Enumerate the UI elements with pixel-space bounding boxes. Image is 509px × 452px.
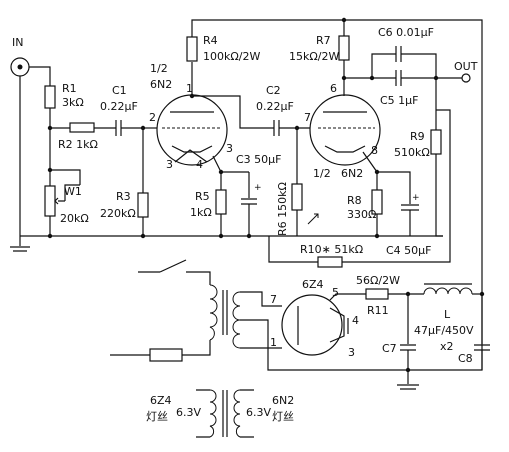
l-label: L — [444, 308, 451, 321]
r3-resistor — [137, 192, 149, 218]
r10-label: R10∗ 51kΩ — [300, 243, 363, 256]
rect-pin-4: 4 — [352, 314, 359, 327]
v2-half: 1/2 — [313, 167, 331, 180]
tube-v1 — [156, 94, 228, 166]
v2-type: 6N2 — [341, 167, 363, 180]
c2-capacitor — [273, 120, 280, 136]
c2-value: 0.22μF — [256, 100, 294, 113]
r11-value: 56Ω/2W — [356, 274, 400, 287]
r9-resistor — [430, 129, 442, 155]
r1-name: R1 — [62, 82, 77, 95]
r4-resistor — [186, 36, 198, 62]
svg-text:+: + — [412, 193, 420, 203]
transformer-core — [222, 290, 228, 335]
fuse — [149, 348, 183, 362]
c5-label: C5 1μF — [380, 94, 419, 107]
in-label: IN — [12, 36, 23, 49]
fil2-word: 灯丝 — [272, 410, 294, 423]
pin-2: 2 — [149, 111, 156, 124]
pin-1: 1 — [186, 82, 193, 95]
tube-v2 — [309, 94, 381, 166]
c7-label: C7 — [382, 342, 397, 355]
rect-type: 6Z4 — [302, 278, 324, 291]
cap-value: 47μF/450V — [414, 324, 474, 337]
r8-name: R8 — [347, 194, 362, 207]
r7-value: 15kΩ/2W — [289, 50, 339, 63]
out-terminal — [461, 73, 471, 83]
c3-label: C3 50μF — [236, 153, 282, 166]
rectifier-tube-6z4 — [281, 294, 349, 356]
fil1-word: 灯丝 — [146, 410, 168, 423]
pin-7: 7 — [304, 111, 311, 124]
r9-value: 510kΩ — [394, 146, 430, 159]
r6-label: R6 150kΩ — [276, 182, 289, 236]
r5-resistor — [215, 189, 227, 215]
r3-name: R3 — [116, 190, 131, 203]
r7-resistor — [338, 35, 350, 61]
c6-capacitor — [395, 46, 402, 62]
pin-3b: 3 — [226, 142, 233, 155]
c1-capacitor — [115, 120, 122, 136]
v1-half: 1/2 — [150, 62, 168, 75]
transformer-secondary-ht — [232, 291, 241, 349]
w1-value: 20kΩ — [60, 212, 89, 225]
pin-6: 6 — [330, 82, 337, 95]
c8-capacitor — [474, 294, 490, 370]
rect-pin-3: 3 — [348, 346, 355, 359]
c1-value: 0.22μF — [100, 100, 138, 113]
out-label: OUT — [454, 60, 478, 73]
c8-label: C8 — [458, 352, 473, 365]
adjust-arrow — [307, 213, 319, 225]
r7-name: R7 — [316, 34, 331, 47]
c5-capacitor — [395, 70, 402, 86]
heater-winding-6n2 — [233, 389, 241, 438]
fil2-voltage: 6.3V — [246, 406, 271, 419]
pin-4: 4 — [196, 158, 203, 171]
input-jack: IN — [10, 36, 30, 77]
r10-resistor — [317, 256, 343, 268]
r8-resistor — [371, 189, 383, 215]
c4-capacitor — [377, 171, 419, 236]
rect-pin-1: 1 — [270, 336, 277, 349]
r2-label: R2 1kΩ — [58, 138, 98, 151]
transformer-primary — [209, 284, 218, 341]
r4-name: R4 — [203, 34, 218, 47]
r5-value: 1kΩ — [190, 206, 212, 219]
heater-winding-6z4 — [209, 389, 217, 438]
c1-name: C1 — [112, 84, 127, 97]
ps-ground — [397, 370, 419, 390]
c3-capacitor — [241, 172, 257, 236]
c2-name: C2 — [266, 84, 281, 97]
r5-name: R5 — [195, 190, 210, 203]
r2-resistor — [69, 122, 95, 133]
pin-3a: 3 — [166, 158, 173, 171]
r3-value: 220kΩ — [100, 207, 136, 220]
w1-name: W1 — [64, 185, 82, 198]
r4-value: 100kΩ/2W — [203, 50, 260, 63]
fil1-type: 6Z4 — [150, 394, 172, 407]
c4-label: C4 50μF — [386, 244, 432, 257]
r11-resistor — [365, 288, 389, 300]
v1-type: 6N2 — [150, 78, 172, 91]
pin-8: 8 — [371, 144, 378, 157]
r11-name: R11 — [367, 304, 389, 317]
r9-name: R9 — [410, 130, 425, 143]
choke-l — [423, 287, 473, 295]
x2-label: x2 — [440, 340, 454, 353]
rect-pin-7: 7 — [270, 293, 277, 306]
r6-resistor — [291, 183, 303, 211]
r1-resistor — [44, 85, 56, 109]
r8-value: 330Ω — [347, 208, 376, 221]
c6-label: C6 0.01μF — [378, 26, 434, 39]
ground-symbol — [10, 246, 30, 252]
w1-potentiometer — [44, 185, 56, 217]
rect-pin-5: 5 — [332, 286, 339, 299]
r1-value: 3kΩ — [62, 96, 84, 109]
svg-text:+: + — [254, 183, 262, 193]
w1-wiper — [54, 197, 65, 205]
fil1-voltage: 6.3V — [176, 406, 201, 419]
c7-capacitor — [400, 294, 416, 370]
fil2-type: 6N2 — [272, 394, 294, 407]
